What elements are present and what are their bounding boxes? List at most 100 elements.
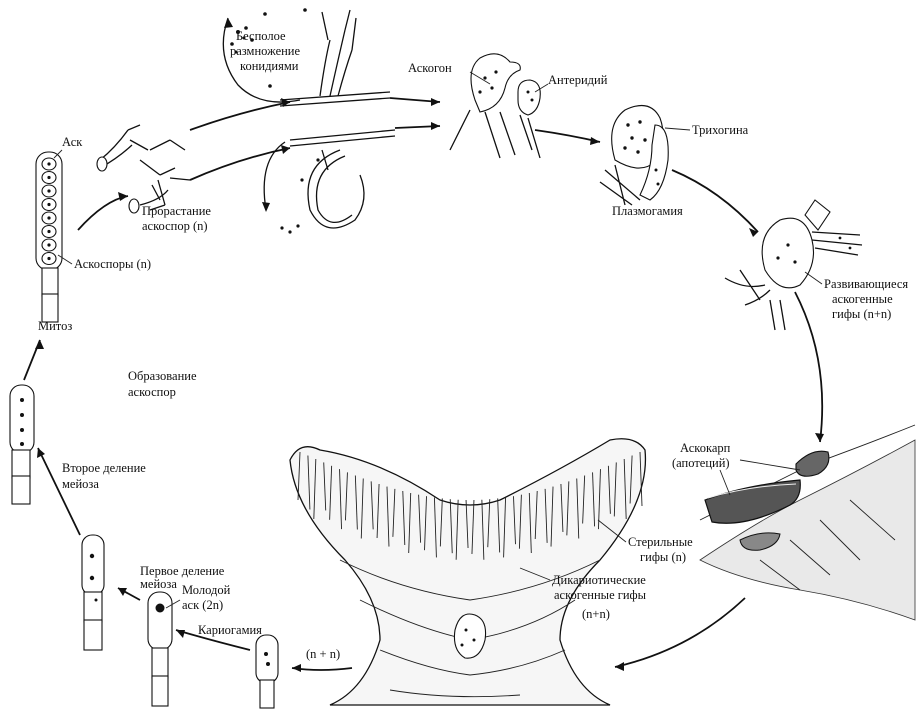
arrow-to-mycelium (189, 147, 291, 181)
ascospore-nucleus (47, 243, 51, 247)
paraphysis (497, 498, 501, 553)
paraphysis (518, 494, 522, 549)
paraphysis (339, 469, 342, 530)
ascospore-nucleus (47, 162, 51, 166)
paraphysis (418, 494, 422, 543)
ascospore-nucleus (47, 216, 51, 220)
label-first-division-1: Первое деление (140, 564, 225, 578)
paraphysis (639, 451, 643, 507)
ascogon-antheridium-illustration (449, 53, 541, 159)
paraphysis (455, 499, 459, 560)
label-plasmogamy: Плазмогамия (612, 204, 683, 218)
first-division-ask (81, 534, 105, 651)
label-second-division-2: мейоза (62, 477, 99, 491)
label-antheridium: Антеридий (548, 73, 608, 87)
ascospore-nucleus (47, 175, 51, 180)
paraphysis (449, 499, 453, 554)
paraphysis (566, 481, 570, 536)
label-asexual-3: конидиями (240, 59, 299, 73)
paraphysis (313, 458, 317, 520)
paraphysis (503, 497, 507, 558)
trichogyne-illustration (599, 104, 669, 206)
label-formation-2: аскоспор (128, 385, 176, 399)
arrow-to-trichogyne (534, 129, 601, 143)
conidia-illustration (222, 8, 391, 107)
label-germination-2: аскоспор (n) (142, 219, 208, 233)
paraphysis (487, 499, 491, 548)
paraphysis (534, 491, 538, 540)
paraphysis (323, 462, 327, 511)
arrow-to-ascocarp (794, 291, 824, 443)
arrow-to-second-division (37, 447, 81, 536)
paraphysis (550, 486, 554, 547)
mycelium-coil (262, 129, 396, 234)
paraphysis (481, 499, 485, 560)
arrow-to-conidia (189, 101, 291, 131)
paraphysis (360, 478, 364, 539)
label-dikaryotic-3: (n+n) (582, 607, 610, 621)
label-ascocarp-2: (апотеций) (672, 456, 730, 470)
label-dikaryotic-2: аскогенные гифы (554, 588, 647, 602)
label-germination-1: Прорастание (142, 204, 211, 218)
paraphysis (528, 492, 532, 553)
paraphysis (560, 484, 564, 533)
label-young-ask-1: Молодой (182, 583, 231, 597)
paraphysis (613, 462, 617, 517)
label-karyogamy: Кариогамия (198, 623, 262, 637)
paraphysis (354, 475, 358, 530)
ask-with-ascospores (35, 151, 63, 323)
paraphysis (370, 481, 374, 530)
ascospore-nucleus (47, 256, 51, 261)
paraphysis (439, 498, 443, 547)
label-ascocarp-1: Аскокарп (680, 441, 731, 455)
label-developing-1: Развивающиеся (824, 277, 908, 291)
paraphysis (297, 451, 301, 501)
label-sterile-2: гифы (n) (640, 550, 686, 564)
label-young-ask-2: аск (2n) (182, 598, 223, 612)
paraphysis (376, 484, 380, 539)
label-n-plus-n: (n + n) (306, 647, 340, 661)
paraphysis (424, 496, 427, 551)
paraphysis (544, 488, 548, 543)
label-ask: Аск (62, 135, 83, 149)
young-ask (147, 591, 173, 707)
paraphysis (598, 469, 601, 530)
label-trichogyne: Трихогина (692, 123, 749, 137)
paraphysis (329, 465, 333, 520)
ascocarp-substrate (699, 424, 916, 621)
paraphysis (408, 492, 412, 553)
label-ascogon: Аскогон (408, 61, 452, 75)
label-asexual-2: размножение (230, 44, 300, 58)
paraphysis (433, 497, 437, 558)
ascospore-nucleus (47, 189, 51, 193)
ascospore-nucleus (47, 229, 51, 234)
paraphysis (576, 478, 580, 539)
label-formation-1: Образование (128, 369, 197, 383)
germinating-ascospores (96, 124, 191, 214)
paraphysis (386, 486, 390, 547)
paraphysis (307, 455, 311, 510)
paraphysis (402, 491, 406, 546)
arrow-to-ascogenous (671, 169, 759, 233)
paraphysis (465, 499, 469, 548)
paraphysis (392, 488, 396, 537)
label-dikaryotic-1: Дикариотические (552, 573, 646, 587)
labels: Бесполое размножение конидиями Аскогон А… (38, 29, 908, 661)
paraphysis (592, 472, 596, 527)
paraphysis (582, 475, 586, 524)
cycle-arrows (23, 97, 824, 672)
arrow-to-apothecium (614, 597, 746, 668)
label-mitosis: Митоз (38, 319, 72, 333)
arrow-to-germination (77, 195, 129, 231)
label-asexual-1: Бесполое (236, 29, 286, 43)
ascospore-nucleus (47, 202, 51, 207)
label-developing-2: аскогенные (832, 292, 893, 306)
label-sterile-1: Стерильные (628, 535, 693, 549)
karyogamy-ask (255, 634, 279, 709)
apothecium-cross-section (289, 438, 647, 706)
paraphysis (471, 499, 475, 554)
hymenium-layer (297, 451, 643, 560)
label-second-division-1: Второе деление (62, 461, 146, 475)
paraphysis (344, 472, 348, 521)
